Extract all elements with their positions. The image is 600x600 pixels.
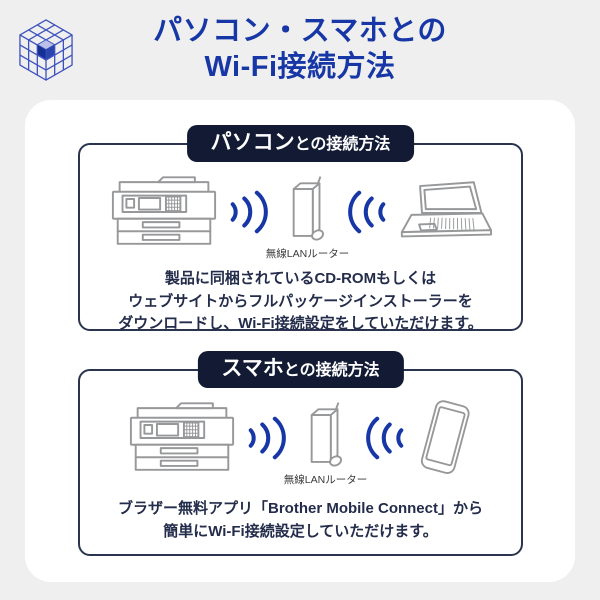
wireless-router-icon <box>292 176 324 241</box>
isometric-cube-grid-logo-icon <box>11 7 81 93</box>
pc-card-description-line1: 製品に同梱されているCD-ROMもしくは <box>164 270 437 287</box>
smartphone-card-title-main: スマホ <box>221 357 284 380</box>
router-figure: 無線LANルーター <box>266 175 349 260</box>
wireless-router-icon <box>310 402 342 467</box>
router-figure: 無線LANルーター <box>284 401 367 486</box>
pc-card-description: 製品に同梱されているCD-ROMもしくは ウェブサイトからフルパッケージインスト… <box>80 268 521 336</box>
multifunction-printer-icon <box>111 176 216 245</box>
smartphone-card-title-sub: との接続方法 <box>283 362 380 379</box>
smartphone-card-title-badge: スマホとの接続方法 <box>197 351 404 388</box>
smartphone-card-description-line2: 簡単にWi-Fi接続設定していただけます。 <box>163 522 438 540</box>
page-title-line1: パソコン・スマホとの <box>153 15 447 47</box>
page-title-line2: Wi-Fi接続方法 <box>204 50 396 83</box>
multifunction-printer-icon <box>129 402 234 471</box>
pc-card-title-main: パソコン <box>210 131 295 154</box>
smartphone-card-description-line1: ブラザー無料アプリ「Brother Mobile Connect」から <box>117 500 483 517</box>
wifi-waves-right-icon <box>248 416 286 460</box>
smartphone-connection-card: スマホとの接続方法 <box>78 351 523 556</box>
pc-card-title-sub: との接続方法 <box>294 136 391 153</box>
pc-card-title-badge: パソコンとの接続方法 <box>186 125 415 162</box>
laptop-icon <box>400 181 492 238</box>
smartphone-card-description: ブラザー無料アプリ「Brother Mobile Connect」から 簡単にW… <box>80 498 521 543</box>
pc-card-description-line3: ダウンロードし、Wi-Fi接続設定をしていただけます。 <box>118 315 483 332</box>
smartphone-icon <box>420 400 470 474</box>
router-label: 無線LANルーター <box>283 474 368 486</box>
smartphone-connection-illustration: 無線LANルーター <box>80 397 521 486</box>
router-label: 無線LANルーター <box>265 248 350 260</box>
wifi-waves-left-icon <box>347 190 385 234</box>
pc-card-description-line2: ウェブサイトからフルパッケージインストーラーを <box>128 292 473 310</box>
pc-connection-card: パソコンとの接続方法 <box>78 125 523 332</box>
wifi-waves-left-icon <box>365 416 403 460</box>
wifi-waves-right-icon <box>230 190 268 234</box>
pc-connection-illustration: 無線LANルーター <box>80 171 521 260</box>
